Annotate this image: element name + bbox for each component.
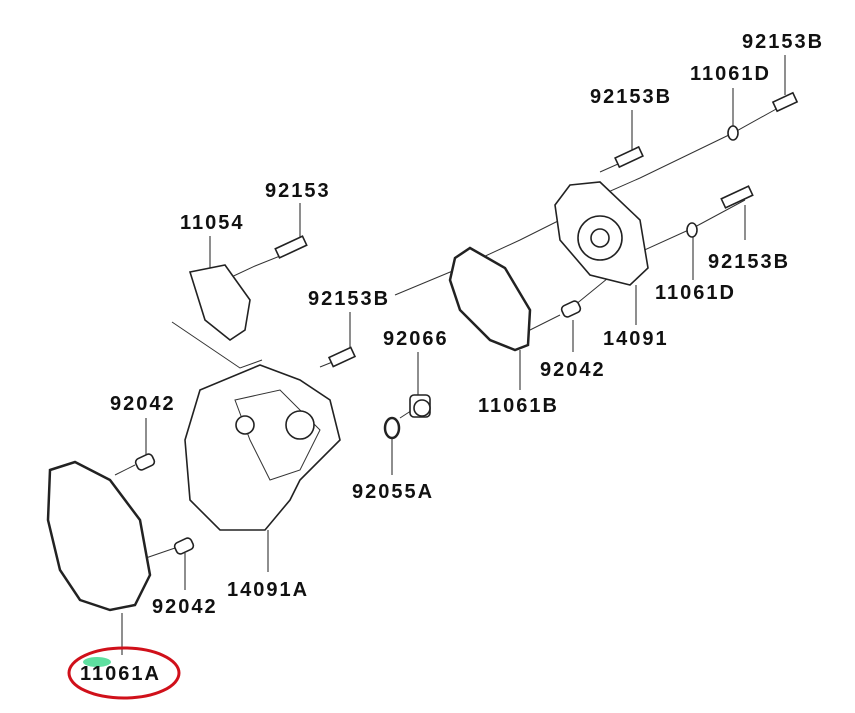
dowel-icon bbox=[134, 453, 156, 471]
part-label: 11061D bbox=[655, 282, 736, 304]
red-circle-annotation bbox=[67, 646, 181, 700]
part-label: 92042 bbox=[540, 359, 606, 381]
part-label: 92153B bbox=[590, 86, 672, 108]
part-label: 11054 bbox=[180, 212, 245, 234]
part-label: 92153B bbox=[742, 31, 824, 53]
bolt-icons bbox=[274, 91, 799, 368]
marker-highlight bbox=[83, 657, 111, 667]
bolt-icon bbox=[720, 185, 754, 209]
bolt-icon bbox=[771, 91, 799, 113]
dowel-icon bbox=[560, 300, 582, 318]
washer-icon bbox=[686, 222, 698, 238]
bracket-icon bbox=[188, 264, 251, 341]
part-label: 14091 bbox=[603, 328, 669, 350]
main-cover-icon bbox=[184, 364, 341, 531]
part-label: 92042 bbox=[110, 393, 176, 415]
part-label: 92066 bbox=[383, 328, 449, 350]
oring-icon bbox=[383, 416, 401, 440]
dowel-icon bbox=[173, 537, 195, 555]
part-label: 11061D bbox=[690, 63, 771, 85]
washer-icon bbox=[727, 125, 739, 141]
part-label-highlighted: 11061A bbox=[80, 663, 161, 685]
impeller-icon bbox=[409, 394, 431, 418]
part-label: 11061B bbox=[478, 395, 559, 417]
bolt-icon bbox=[327, 346, 357, 368]
leader-lines bbox=[114, 55, 786, 655]
part-label: 92153B bbox=[308, 288, 390, 310]
bolt-icon bbox=[614, 145, 644, 169]
bolt-icon bbox=[274, 235, 308, 259]
gasket-mid-icon bbox=[448, 246, 532, 352]
part-label: 92042 bbox=[152, 596, 218, 618]
part-label: 14091A bbox=[227, 579, 309, 601]
part-label: 92153 bbox=[265, 180, 331, 202]
part-label: 92153B bbox=[708, 251, 790, 273]
pump-cover-icon bbox=[554, 181, 649, 286]
part-label: 92055A bbox=[352, 481, 434, 503]
gasket-main-icon bbox=[46, 460, 152, 612]
